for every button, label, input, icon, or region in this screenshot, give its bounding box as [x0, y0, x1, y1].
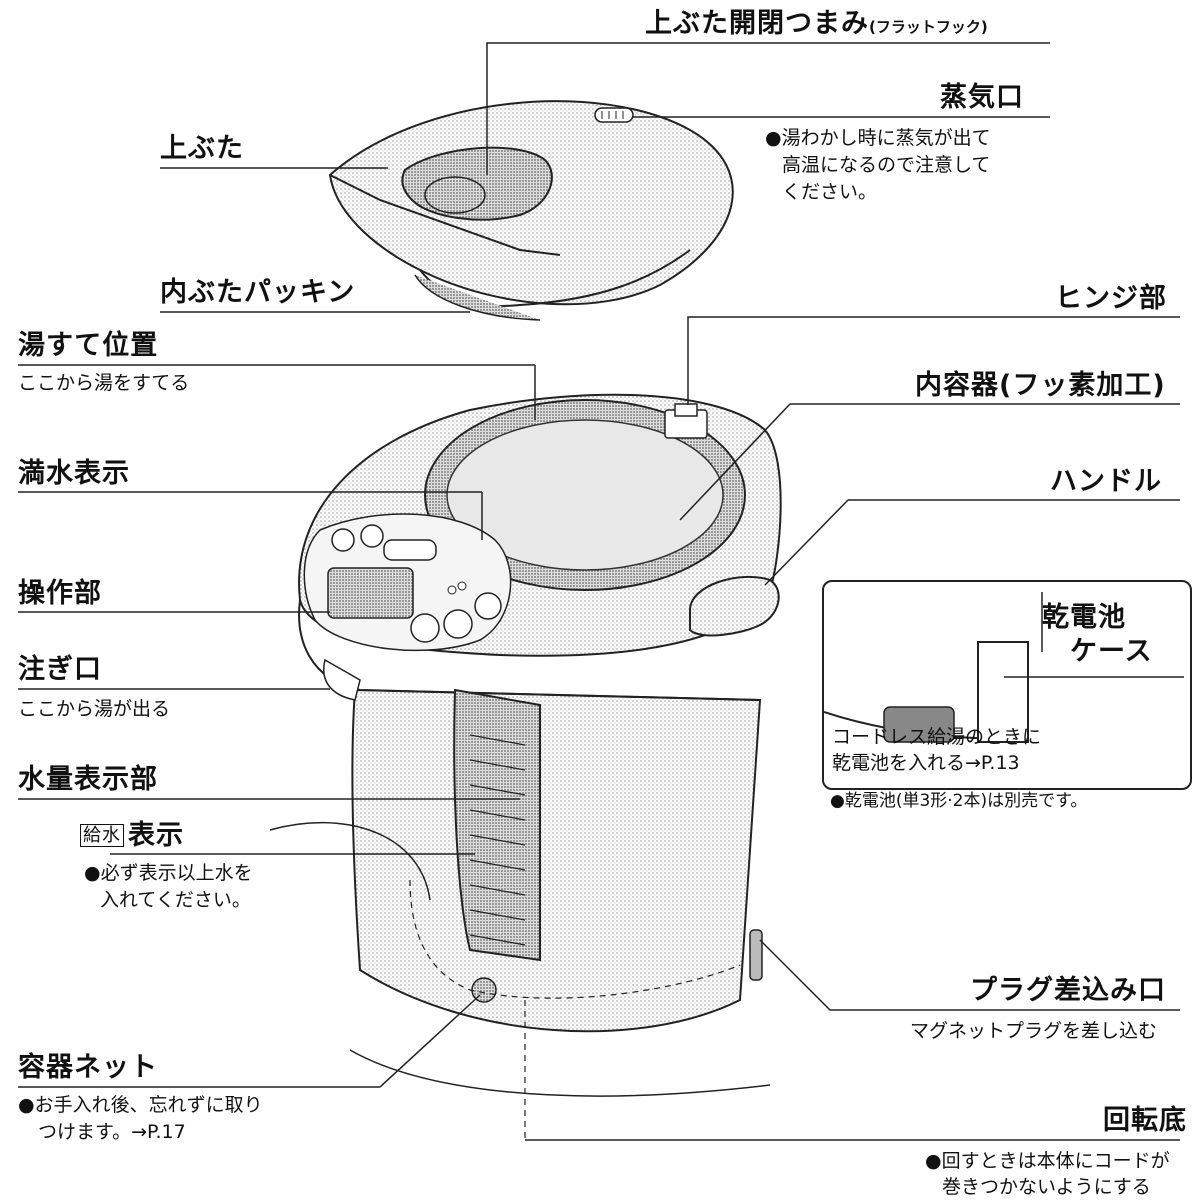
- steam-vent-label: 蒸気口: [940, 82, 1024, 113]
- plug-socket-label: プラグ差込み口: [970, 975, 1166, 1006]
- upper-lid: [328, 100, 734, 321]
- lid-label: 上ぶた: [160, 133, 244, 164]
- lid-knob-text: 上ぶた開閉つまみ: [645, 8, 869, 39]
- supply-note-2: 入れてください。: [100, 889, 251, 911]
- lid-knob-label: 上ぶた開閉つまみ(フラットフック): [645, 8, 988, 43]
- pot-body: [269, 393, 782, 1140]
- supply-note-1: ●必ず表示以上水を: [84, 862, 253, 884]
- rotating-base-note-2: 巻きつかないようにする: [942, 1176, 1151, 1198]
- steam-vent-note-3: ください。: [782, 181, 878, 203]
- supply-mark-box: 給水: [80, 824, 124, 847]
- discard-note: ここから湯をすてる: [18, 372, 190, 394]
- water-gauge-label: 水量表示部: [18, 764, 158, 795]
- full-water-mark-label: 満水表示: [18, 458, 130, 489]
- battery-case-illustration: [824, 592, 1184, 743]
- plug-note: マグネットプラグを差し込む: [910, 1020, 1158, 1042]
- steam-vent-note-2: 高温になるので注意して: [782, 154, 991, 176]
- supply-mark-text: 表示: [128, 820, 184, 851]
- battery-note-3: ●乾電池(単3形·2本)は別売です。: [830, 791, 1088, 811]
- battery-inset: 乾電池 ケース コードレス給湯のときに 乾電池を入れる→P.13: [822, 580, 1192, 790]
- container-net-note-1: ●お手入れ後、忘れずに取り: [18, 1094, 263, 1116]
- handle-label: ハンドル: [1050, 466, 1162, 497]
- leader-lines: [18, 42, 1180, 1141]
- container-net-note-2: つけます。→P.17: [38, 1121, 186, 1143]
- supply-mark-label: 給水表示: [80, 820, 184, 855]
- rotating-base-note-1: ●回すときは本体にコードが: [925, 1150, 1170, 1172]
- container-net-label: 容器ネット: [18, 1052, 158, 1083]
- inner-container-label: 内容器(フッ素加工): [915, 370, 1166, 401]
- inner-lid-gasket-label: 内ぶたパッキン: [160, 277, 356, 308]
- steam-vent-note-1: ●湯わかし時に蒸気が出て: [765, 127, 991, 149]
- control-panel-label: 操作部: [18, 578, 102, 609]
- spout-label: 注ぎ口: [18, 654, 102, 685]
- rotating-base-label: 回転底: [1103, 1105, 1187, 1136]
- discard-position-label: 湯すて位置: [18, 330, 159, 361]
- hinge-label: ヒンジ部: [1055, 283, 1167, 314]
- battery-case-label-1: 乾電池: [1042, 602, 1126, 633]
- lid-knob-note: (フラットフック): [869, 18, 988, 36]
- battery-case-label-2: ケース: [1070, 636, 1153, 667]
- battery-note-1: コードレス給湯のときに: [832, 726, 1042, 748]
- battery-note-2: 乾電池を入れる→P.13: [832, 752, 1020, 774]
- spout-note: ここから湯が出る: [18, 698, 171, 720]
